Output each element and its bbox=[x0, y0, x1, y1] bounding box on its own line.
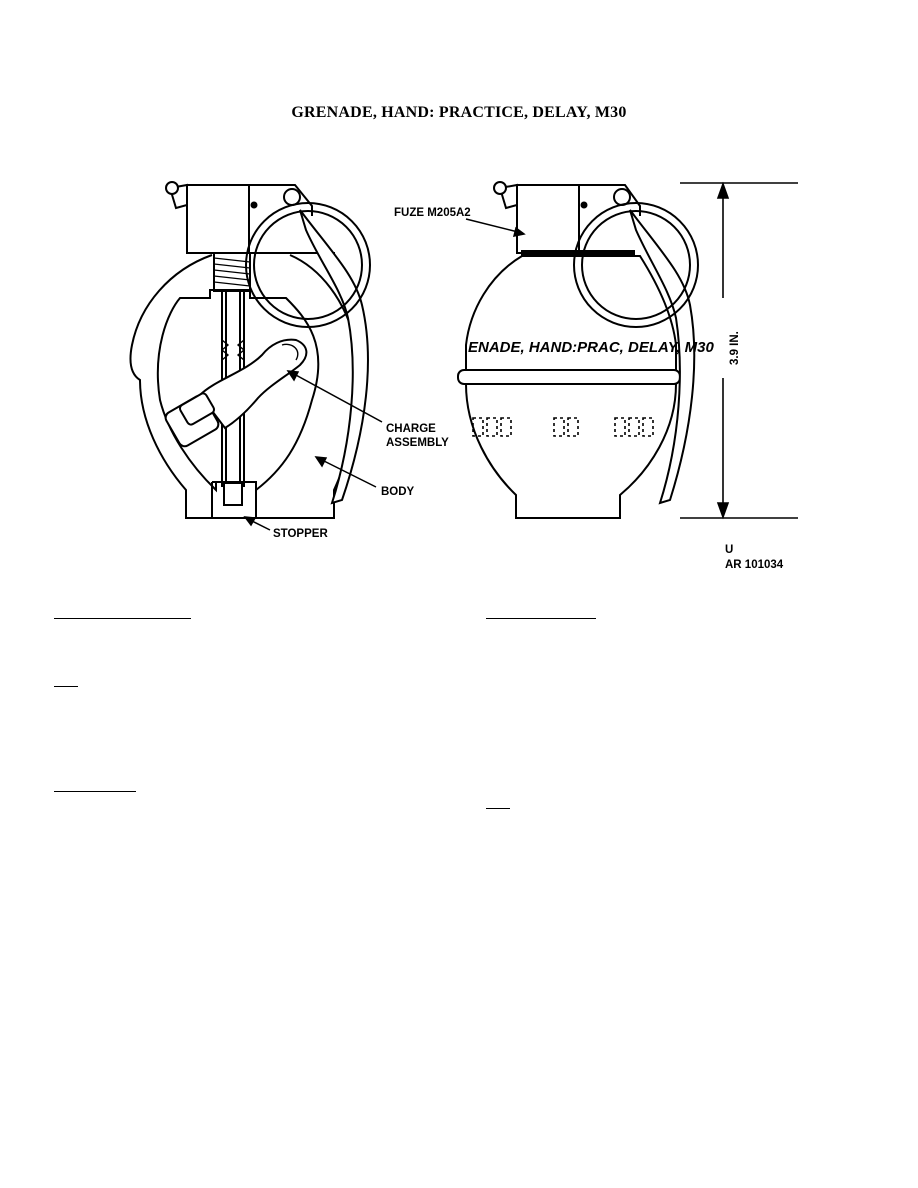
exterior-view bbox=[457, 181, 699, 519]
body-marking: ENADE, HAND:PRAC, DELAY, M30 bbox=[468, 339, 715, 356]
stopper-label: STOPPER bbox=[273, 528, 328, 540]
left-section-heading-1 bbox=[54, 618, 191, 619]
charge-assembly-label: CHARGE bbox=[386, 423, 436, 435]
cutaway-callouts bbox=[243, 370, 383, 531]
height-dimension-label: 3.9 IN. bbox=[729, 331, 741, 365]
fuze-callout bbox=[465, 218, 526, 237]
charge-assembly-label-2: ASSEMBLY bbox=[386, 437, 449, 449]
left-section-heading-2 bbox=[54, 686, 78, 687]
figure-number: AR 101034 bbox=[725, 559, 784, 571]
right-section-heading-1 bbox=[486, 618, 596, 619]
page-title: GRENADE, HAND: PRACTICE, DELAY, M30 bbox=[291, 104, 627, 121]
body-label: BODY bbox=[381, 486, 415, 498]
height-dimension bbox=[680, 181, 798, 520]
left-section-heading-3 bbox=[54, 791, 136, 792]
figure-code: U bbox=[725, 544, 733, 556]
fuze-label: FUZE M205A2 bbox=[394, 207, 471, 219]
right-section-heading-2 bbox=[486, 808, 510, 809]
lot-marks bbox=[472, 417, 654, 437]
grenade-illustration: CHARGE ASSEMBLY BODY STOPPER ENADE, bbox=[129, 181, 798, 571]
cutaway-view bbox=[129, 181, 371, 519]
